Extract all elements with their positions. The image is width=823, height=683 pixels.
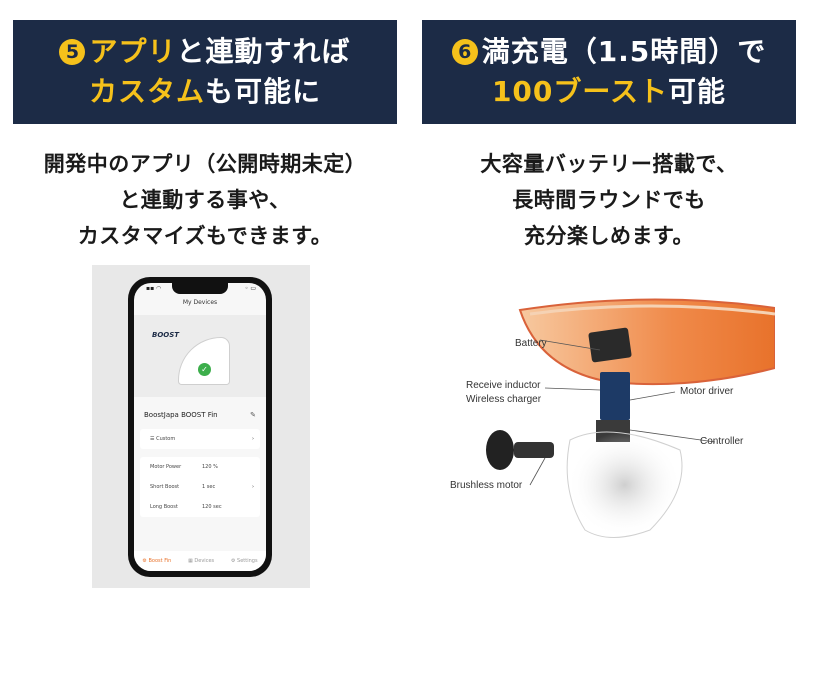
custom-row[interactable]: ☰ Custom › — [140, 429, 260, 449]
battery-shape — [588, 327, 632, 363]
device-name: BoostJapa BOOST Fin — [144, 411, 218, 419]
caption-line: と連動する事や、 — [119, 188, 291, 212]
tab-devices[interactable]: ▦ Devices — [188, 558, 215, 564]
tab-settings[interactable]: ⚙ Settings — [230, 558, 258, 564]
check-icon: ✓ — [198, 363, 211, 376]
feature-6-caption: 大容量バッテリー搭載で、 長時間ラウンドでも 充分楽しめます。 — [422, 146, 796, 254]
fin-body-shape — [566, 431, 683, 538]
setting-value: 1 sec — [202, 484, 216, 490]
banner-highlight: カスタム — [88, 75, 205, 108]
settings-card: Motor Power 120 % Short Boost 1 sec › Lo… — [140, 457, 260, 517]
fin-diagram-graphic — [486, 298, 776, 538]
brushless-motor-shape — [514, 442, 554, 458]
app-phone-image: ▪▪ ◠ ◦ ▭ My Devices BOOST ✓ BoostJapa BO… — [92, 265, 310, 588]
label-motor-driver: Motor driver — [680, 386, 734, 397]
fin-exploded-image: Battery Receive inductor Wireless charge… — [450, 290, 776, 565]
banner-text: 可能 — [668, 75, 727, 108]
chevron-right-icon: › — [252, 436, 254, 442]
caption-line: 充分楽しめます。 — [524, 224, 694, 248]
custom-label: Custom — [156, 436, 176, 442]
setting-value: 120 % — [202, 464, 218, 470]
banner-highlight: アプリ — [89, 35, 177, 68]
fin-preview: BOOST — [134, 315, 266, 397]
setting-label: Long Boost — [150, 504, 178, 510]
banner-text: 満充電（1.5時間）で — [481, 35, 767, 68]
battery-icon: ◦ ▭ — [244, 285, 256, 292]
phone-notch — [172, 283, 228, 294]
banner-line-1: 6 満充電（1.5時間）で — [451, 32, 767, 72]
banner-highlight: 100ブースト — [491, 75, 669, 108]
label-receive-inductor: Receive inductor — [466, 380, 541, 391]
phone-frame: ▪▪ ◠ ◦ ▭ My Devices BOOST ✓ BoostJapa BO… — [128, 277, 272, 577]
label-brushless-motor: Brushless motor — [450, 480, 523, 491]
caption-line: 大容量バッテリー搭載で、 — [480, 152, 738, 176]
screen-title: My Devices — [182, 299, 218, 306]
menu-icon: ☰ — [150, 436, 157, 442]
signal-icon: ▪▪ ◠ — [146, 285, 162, 292]
motor-driver-shape — [600, 372, 630, 420]
setting-row[interactable]: Short Boost 1 sec › — [140, 477, 260, 497]
banner-text: と連動すれば — [176, 35, 351, 68]
feature-5-banner: 5 アプリ と連動すれば カスタム も可能に — [13, 20, 397, 124]
fin-icon — [178, 337, 230, 385]
custom-card[interactable]: ☰ Custom › — [140, 429, 260, 449]
edit-icon[interactable]: ✎ — [250, 411, 256, 419]
phone-screen: ▪▪ ◠ ◦ ▭ My Devices BOOST ✓ BoostJapa BO… — [134, 283, 266, 571]
feature-5-caption: 開発中のアプリ（公開時期未定） と連動する事や、 カスタマイズもできます。 — [13, 146, 397, 254]
tab-bar: ⚙ Boost Fin ▦ Devices ⚙ Settings — [134, 551, 266, 571]
setting-label: Motor Power — [150, 464, 182, 470]
number-5-badge: 5 — [59, 39, 86, 65]
brand-logo: BOOST — [152, 331, 180, 339]
label-battery: Battery — [515, 338, 547, 349]
banner-text: も可能に — [205, 75, 322, 108]
caption-line: 長時間ラウンドでも — [512, 188, 706, 212]
caption-line: 開発中のアプリ（公開時期未定） — [43, 152, 367, 176]
caption-line: カスタマイズもできます。 — [77, 224, 333, 248]
propeller-shape — [486, 430, 514, 470]
label-wireless-charger: Wireless charger — [466, 394, 542, 405]
chevron-right-icon: › — [252, 484, 254, 490]
setting-row[interactable]: Motor Power 120 % — [140, 457, 260, 477]
setting-value: 120 sec — [202, 504, 222, 510]
setting-label: Short Boost — [150, 484, 180, 490]
banner-line-1: 5 アプリ と連動すれば — [59, 32, 350, 72]
number-6-badge: 6 — [451, 39, 478, 65]
label-controller: Controller — [700, 436, 744, 447]
banner-line-2: カスタム も可能に — [89, 72, 321, 112]
surfboard-shape — [518, 298, 776, 386]
tab-boost-fin[interactable]: ⚙ Boost Fin — [142, 558, 172, 564]
banner-line-2: 100ブースト 可能 — [492, 72, 726, 112]
setting-row[interactable]: Long Boost 120 sec — [140, 497, 260, 517]
feature-6-banner: 6 満充電（1.5時間）で 100ブースト 可能 — [422, 20, 796, 124]
